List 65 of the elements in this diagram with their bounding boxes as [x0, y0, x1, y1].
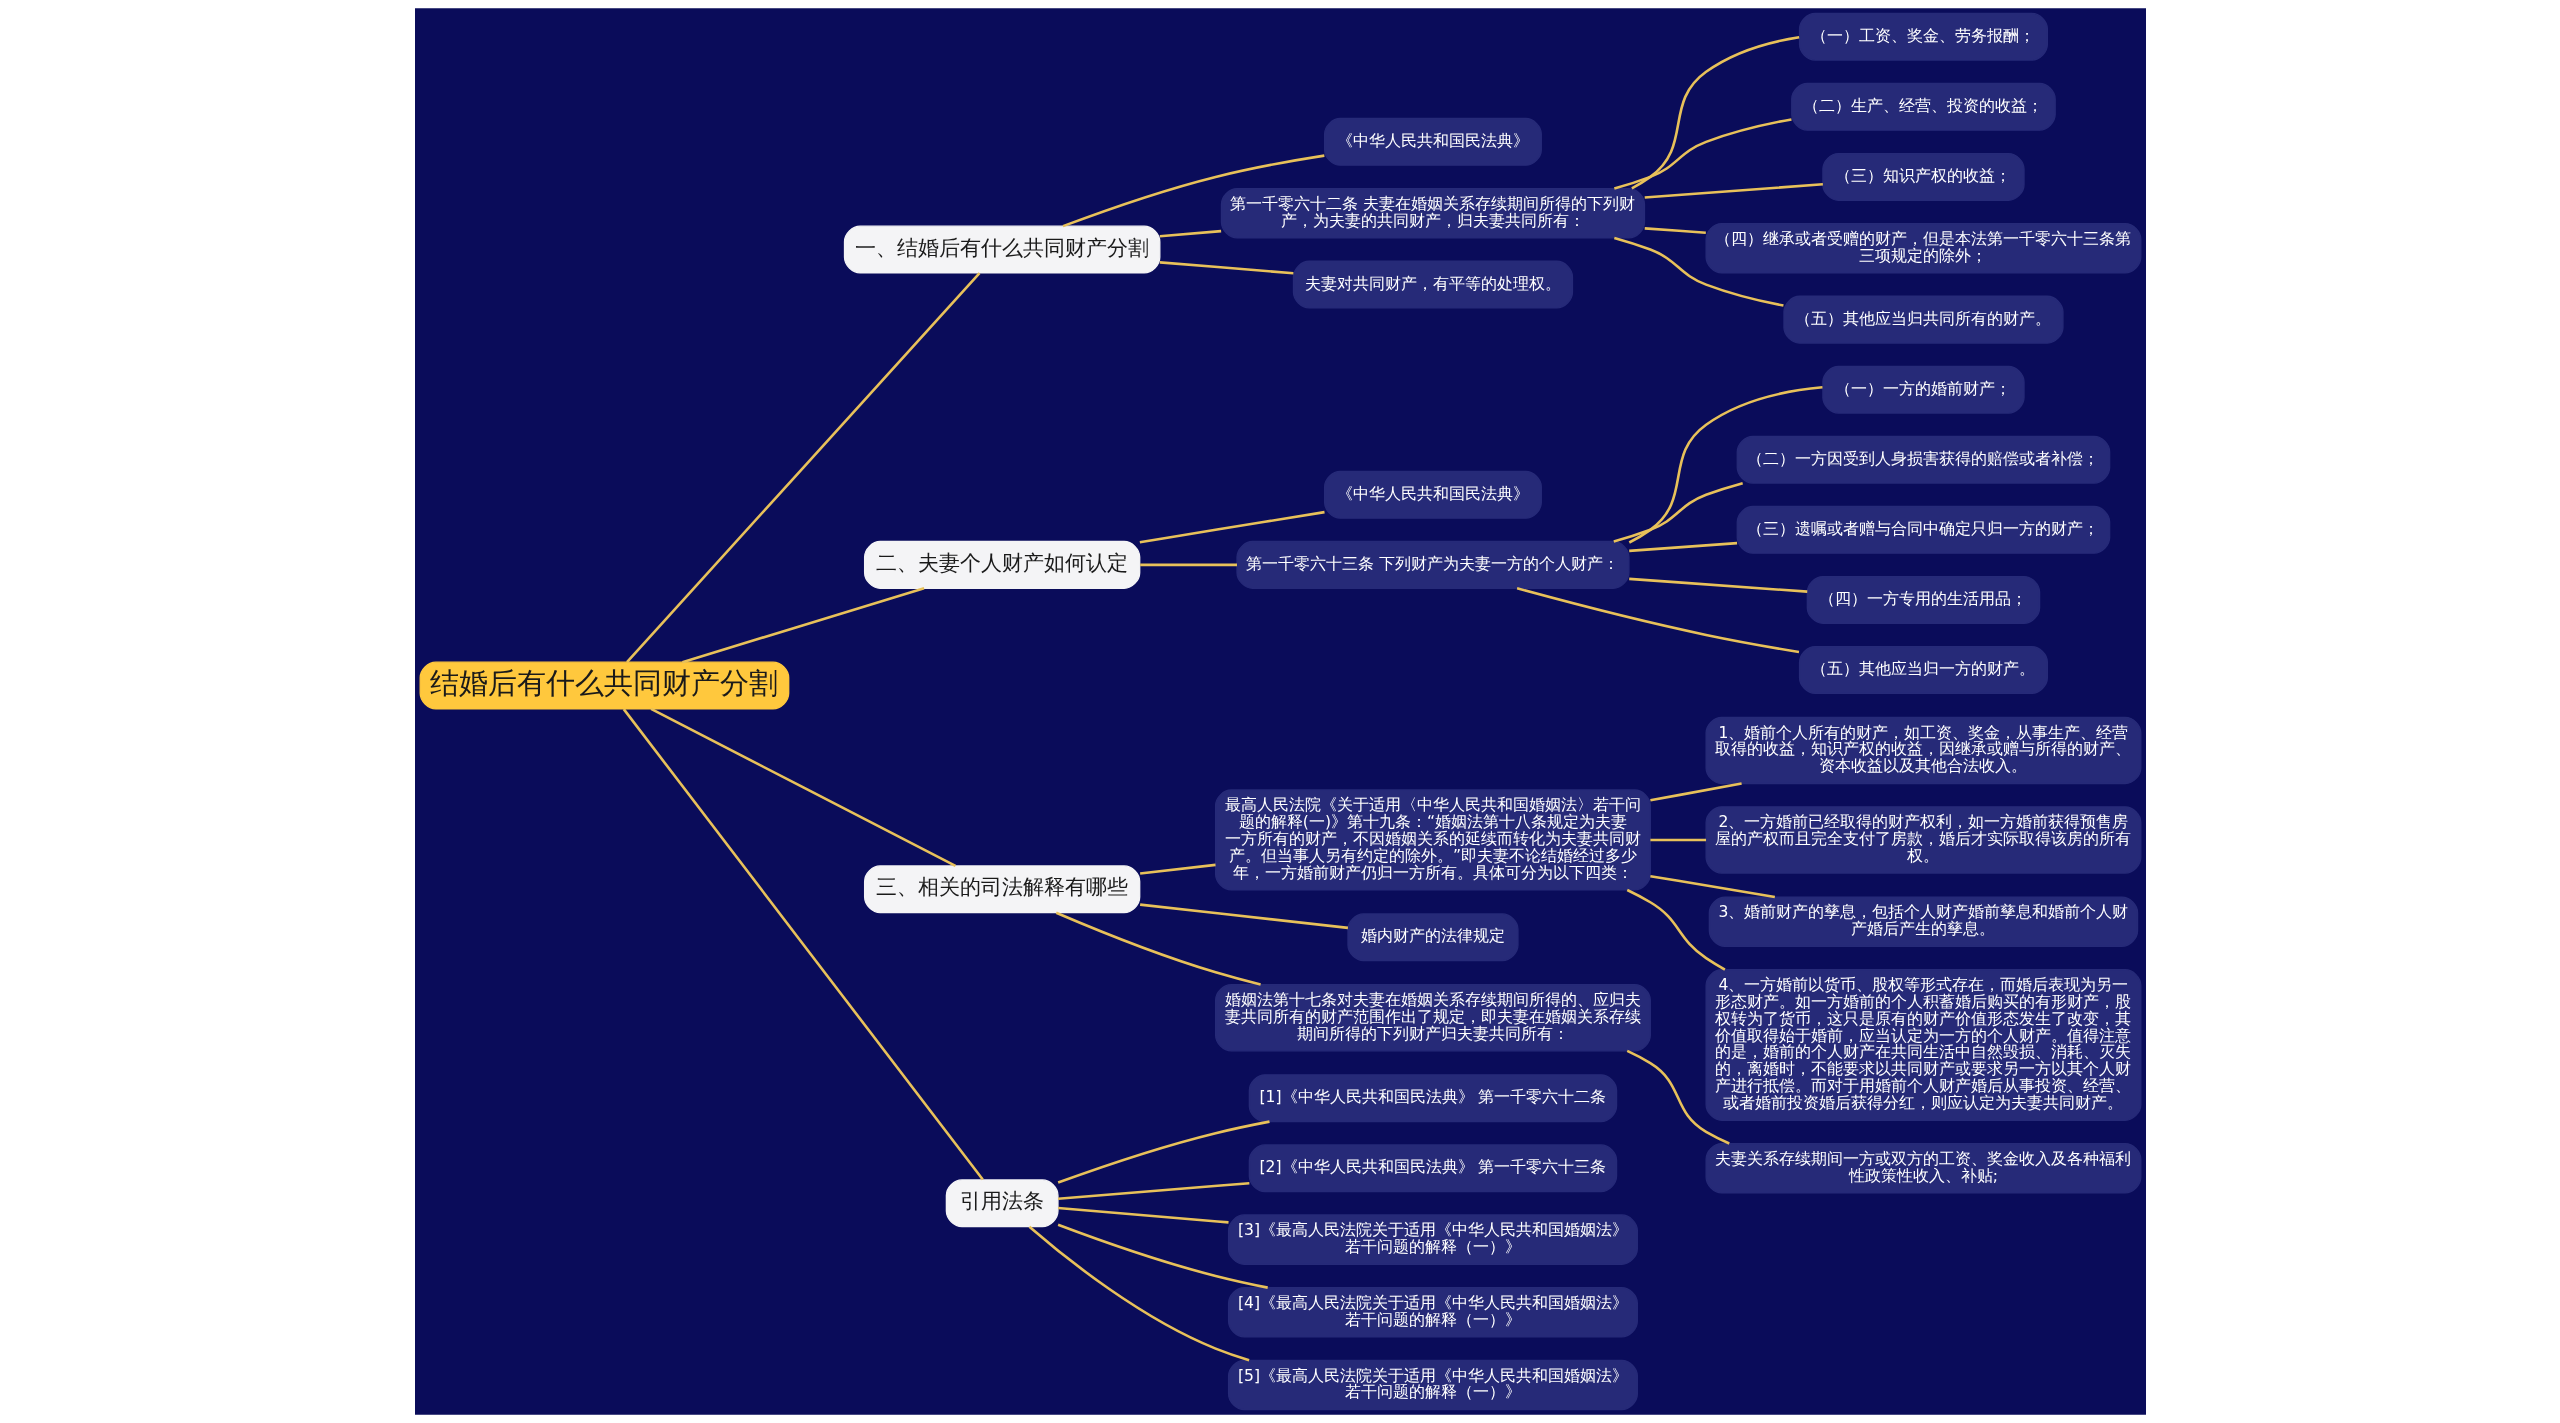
node-box: （四）继承或者受赠的财产，但是本法第一千零六十三条第三项规定的除外；: [1704, 222, 2141, 274]
connector: [1139, 903, 1348, 930]
connector: [1057, 1181, 1249, 1201]
connector: [1516, 587, 1799, 654]
connector: [1626, 1049, 1730, 1145]
node-box: 三、相关的司法解释有哪些: [863, 865, 1140, 914]
connector: [1057, 1120, 1270, 1184]
connector: [1055, 911, 1261, 986]
node-box: [5]《最高人民法院关于适用《中华人民共和国婚姻法》若干问题的解释（一）》: [1227, 1359, 1638, 1411]
node-box: 2、一方婚前已经取得的财产权利，如一方婚前获得预售房屋的产权而且完全支付了房款，婚后才实际取得该房的所有权。: [1704, 806, 2141, 874]
connector: [1649, 838, 1706, 842]
connector: [1028, 1225, 1249, 1362]
connector: [1644, 227, 1706, 234]
node-box: 夫妻关系存续期间一方或双方的工资、奖金收入及各种福利性政策性收入、补贴;: [1704, 1142, 2141, 1194]
node-box: 二、夫妻个人财产如何认定: [863, 540, 1140, 589]
node-box: （三）遗嘱或者赠与合同中确定只归一方的财产；: [1736, 505, 2110, 554]
connector: [681, 587, 924, 664]
node-box: [1]《中华人民共和国民法典》 第一千零六十二条: [1248, 1074, 1617, 1123]
connector: [625, 272, 980, 663]
node-box: 1、婚前个人所有的财产，如工资、奖金，从事生产、经营取得的收益，知识产权的收益，因继承或赠与所得的财产、资本收益以及其他合法收入。: [1704, 716, 2141, 785]
node-box: 一、结婚后有什么共同财产分割: [843, 225, 1160, 274]
connector: [1628, 541, 1737, 553]
connector: [1612, 481, 1743, 543]
node-box: （一）工资、奖金、劳务报酬；: [1798, 12, 2048, 61]
connector: [1644, 183, 1823, 199]
node-box: （五）其他应当归一方的财产。: [1798, 645, 2048, 694]
node-box: 引用法条: [945, 1179, 1059, 1228]
connector: [1649, 782, 1742, 802]
connector: [1062, 154, 1325, 228]
connector: [1057, 1206, 1229, 1224]
node-box: [4]《最高人民法院关于适用《中华人民共和国婚姻法》若干问题的解释（一）》: [1227, 1287, 1638, 1338]
connector: [1159, 229, 1221, 238]
connector: [1613, 118, 1792, 190]
node-box: 4、一方婚前以货币、股权等形式存在，而婚后表现为另一形态财产。如一方婚前的个人积蓄婚后购买的有形财产，股权转为了货币，这只是原有的财产价值形态发生了改变，其价值取得始于婚前，应当认定为一方的个人财产。值得注意的是，婚前的个人财产在共同生活中自然毁损、消耗、灭失的，离婚时，不能要求以共同财产或要求另一方以其个人财产进行抵偿。而对于用婚前个人财产婚后从事投资、经营、或者婚前投资婚后获得分红，则应认定为夫妻共同财产。: [1704, 969, 2141, 1121]
connector: [1139, 510, 1325, 544]
connector: [1649, 874, 1775, 899]
connector: [622, 708, 984, 1181]
connector: [1159, 261, 1293, 275]
node-box: 夫妻对共同财产，有平等的处理权。: [1292, 260, 1573, 309]
connector: [1613, 236, 1784, 307]
connector: [1057, 1223, 1268, 1289]
connector: [1630, 35, 1799, 190]
connector: [1628, 577, 1807, 593]
node-box: （一）一方的婚前财产；: [1821, 365, 2025, 414]
node-box: 《中华人民共和国民法典》: [1323, 117, 1542, 166]
node-box: （二）生产、经营、投资的收益；: [1790, 82, 2056, 131]
node-box: （三）知识产权的收益；: [1821, 152, 2025, 201]
node-box: 第一千零六十三条 下列财产为夫妻一方的个人财产：: [1235, 540, 1630, 589]
node-box: 结婚后有什么共同财产分割: [419, 661, 789, 710]
connector: [1626, 888, 1726, 971]
node-box: 婚内财产的法律规定: [1346, 913, 1519, 962]
node-box: （五）其他应当归共同所有的财产。: [1782, 295, 2064, 344]
connector: [1139, 563, 1237, 567]
node-box: （二）一方因受到人身损害获得的赔偿或者补偿；: [1736, 435, 2110, 484]
node-box: 婚姻法第十七条对夫妻在婚姻关系存续期间所得的、应归夫妻共同所有的财产范围作出了规定，即夫妻在婚姻关系存续期间所得的下列财产归夫妻共同所有：: [1214, 984, 1651, 1052]
node-box: [2]《中华人民共和国民法典》 第一千零六十三条: [1248, 1144, 1617, 1193]
node-box: 3、婚前财产的孳息，包括个人财产婚前孳息和婚前个人财产婚后产生的孳息。: [1708, 896, 2138, 947]
node-box: 《中华人民共和国民法典》: [1323, 470, 1542, 519]
node-box: （四）一方专用的生活用品；: [1806, 575, 2040, 624]
node-box: [3]《最高人民法院关于适用《中华人民共和国婚姻法》若干问题的解释（一）》: [1227, 1214, 1638, 1265]
connector: [1139, 863, 1216, 875]
connector: [649, 707, 956, 867]
connector: [1628, 386, 1823, 544]
node-box: 最高人民法院《关于适用〈中华人民共和国婚姻法〉若干问题的解释(一)》第十九条：“婚姻法第十八条规定为夫妻一方所有的财产，不因婚姻关系的延续而转化为夫妻共同财产。但当事人另有约定的除外。”即夫妻不论结婚经过多少年，一方婚前财产仍归一方所有。具体可分为以下四类：: [1214, 789, 1651, 891]
node-box: 第一千零六十二条 夫妻在婚姻关系存续期间所得的下列财产，为夫妻的共同财产，归夫妻共同所有：: [1220, 187, 1645, 239]
